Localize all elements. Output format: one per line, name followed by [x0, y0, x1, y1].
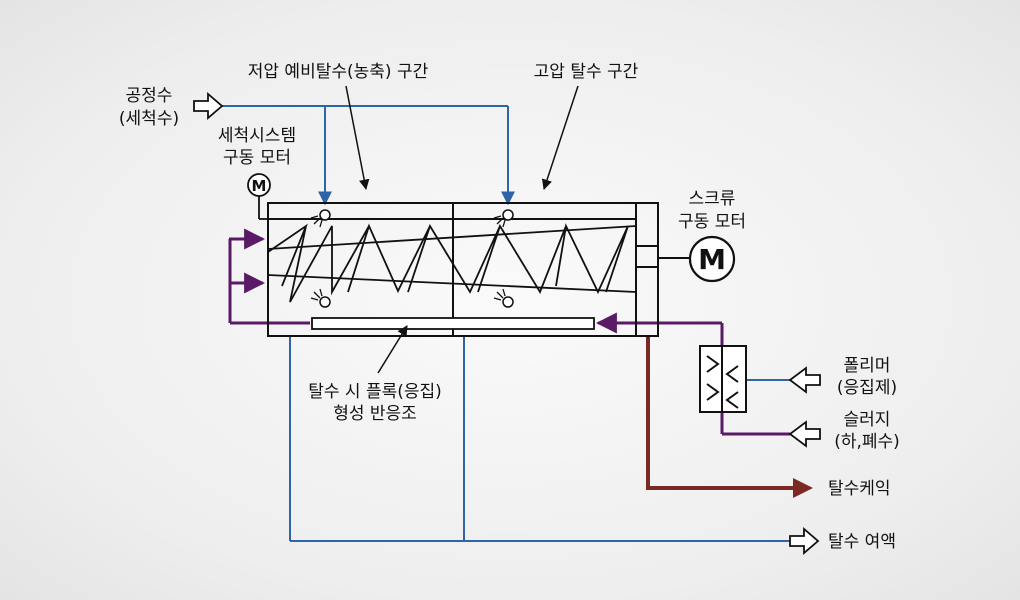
- floc-tank-label: 탈수 시 플록(응집): [308, 382, 442, 402]
- svg-text:M: M: [698, 243, 726, 276]
- arrow-sludge-in: [788, 420, 821, 448]
- filtrate-lines: [289, 336, 790, 542]
- arrow-polymer-in: [788, 366, 821, 394]
- screw-flights: [267, 223, 629, 303]
- polymer-label: 폴리머: [844, 356, 891, 376]
- cake-line: [646, 336, 795, 490]
- cake-label: 탈수케익: [828, 479, 891, 499]
- arrow-filtrate-out: [789, 527, 820, 555]
- process-water-sub-label: (세척수): [119, 109, 179, 129]
- sludge-label: 슬러지: [844, 410, 891, 430]
- low-pressure-zone-label: 저압 예비탈수(농축) 구간: [248, 62, 429, 82]
- static-mixer: [699, 345, 747, 413]
- sludge-lines: [228, 228, 790, 436]
- pointer-lines: [345, 85, 579, 374]
- polymer-sub-label: (응집제): [837, 378, 897, 398]
- wash-motor-label: 세척시스템: [218, 126, 296, 146]
- floc-tank-sub-label: 형성 반응조: [333, 404, 417, 424]
- filtrate-label: 탈수 여액: [828, 532, 896, 552]
- arrow-process-water-in: [193, 92, 224, 120]
- screw-motor-label: 스크류: [689, 189, 736, 209]
- cake-arrow: [793, 478, 813, 498]
- spray-nozzles: [319, 209, 514, 308]
- wash-motor-sub-label: 구동 모터: [223, 148, 291, 168]
- svg-text:M: M: [252, 177, 267, 195]
- sludge-sub-label: (하,폐수): [834, 432, 900, 452]
- screw-motor-sub-label: 구동 모터: [678, 212, 746, 232]
- screw-motor-icon: M: [658, 235, 736, 283]
- screw-shaft: [267, 225, 637, 293]
- wash-motor-icon: M: [247, 173, 271, 220]
- floc-reaction-tank: [311, 317, 595, 330]
- spray-marks: [310, 215, 506, 301]
- process-water-label: 공정수: [126, 86, 173, 106]
- dewatering-unit: [267, 202, 659, 337]
- high-pressure-zone-label: 고압 탈수 구간: [534, 62, 639, 82]
- process-water-lines: [222, 105, 515, 206]
